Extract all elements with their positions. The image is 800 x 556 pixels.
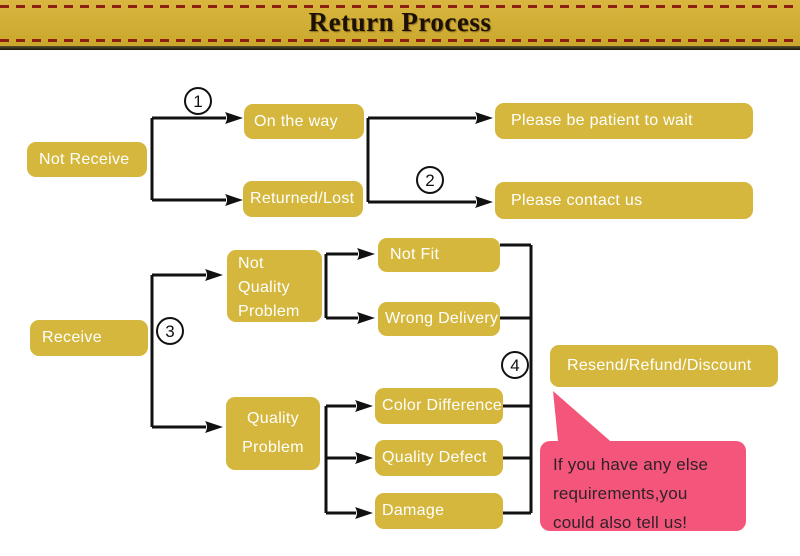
node-returned-lost: Returned/Lost	[243, 181, 363, 217]
step-circle-4: 4	[501, 351, 529, 379]
banner-bottom-edge	[0, 46, 800, 50]
step-circle-3: 3	[156, 317, 184, 345]
bracket-quality-problem	[324, 400, 373, 519]
node-damage: Damage	[375, 493, 503, 529]
node-color-difference: Color Difference	[375, 388, 503, 424]
node-quality-defect: Quality Defect	[375, 440, 503, 476]
banner-dashed-line-top	[0, 5, 800, 8]
bracket-not-quality-problem	[324, 248, 375, 324]
banner-dashed-line-bottom	[0, 39, 800, 42]
node-not-receive: Not Receive	[27, 142, 147, 177]
node-quality-problem: Quality Problem	[226, 397, 320, 470]
node-wrong-delivery: Wrong Delivery	[378, 302, 500, 336]
node-on-the-way: On the way	[244, 104, 364, 139]
node-please-contact-us: Please contact us	[495, 182, 753, 219]
speech-bubble-line-1: If you have any else	[553, 455, 709, 474]
step-circle-1: 1	[184, 87, 212, 115]
bracket-shipping-outcomes	[366, 112, 493, 208]
speech-bubble: If you have any else requirements,you co…	[540, 441, 746, 532]
node-not-quality-problem: Not Quality Problem	[227, 250, 322, 322]
page-title: Return Process	[308, 7, 492, 37]
speech-bubble-line-2: requirements,you	[553, 484, 688, 503]
node-please-be-patient: Please be patient to wait	[495, 103, 753, 139]
step-circle-2: 2	[416, 166, 444, 194]
node-not-fit: Not Fit	[378, 238, 500, 272]
speech-bubble-line-3: could also tell us!	[553, 513, 688, 532]
bracket-not-receive	[150, 112, 243, 206]
node-resend-refund-discount: Resend/Refund/Discount	[550, 345, 778, 387]
bracket-receive	[150, 269, 223, 433]
speech-bubble-tail	[553, 391, 617, 451]
collector-to-resolution	[500, 243, 533, 515]
node-receive: Receive	[30, 320, 148, 356]
header-banner: Return Process	[0, 0, 800, 46]
